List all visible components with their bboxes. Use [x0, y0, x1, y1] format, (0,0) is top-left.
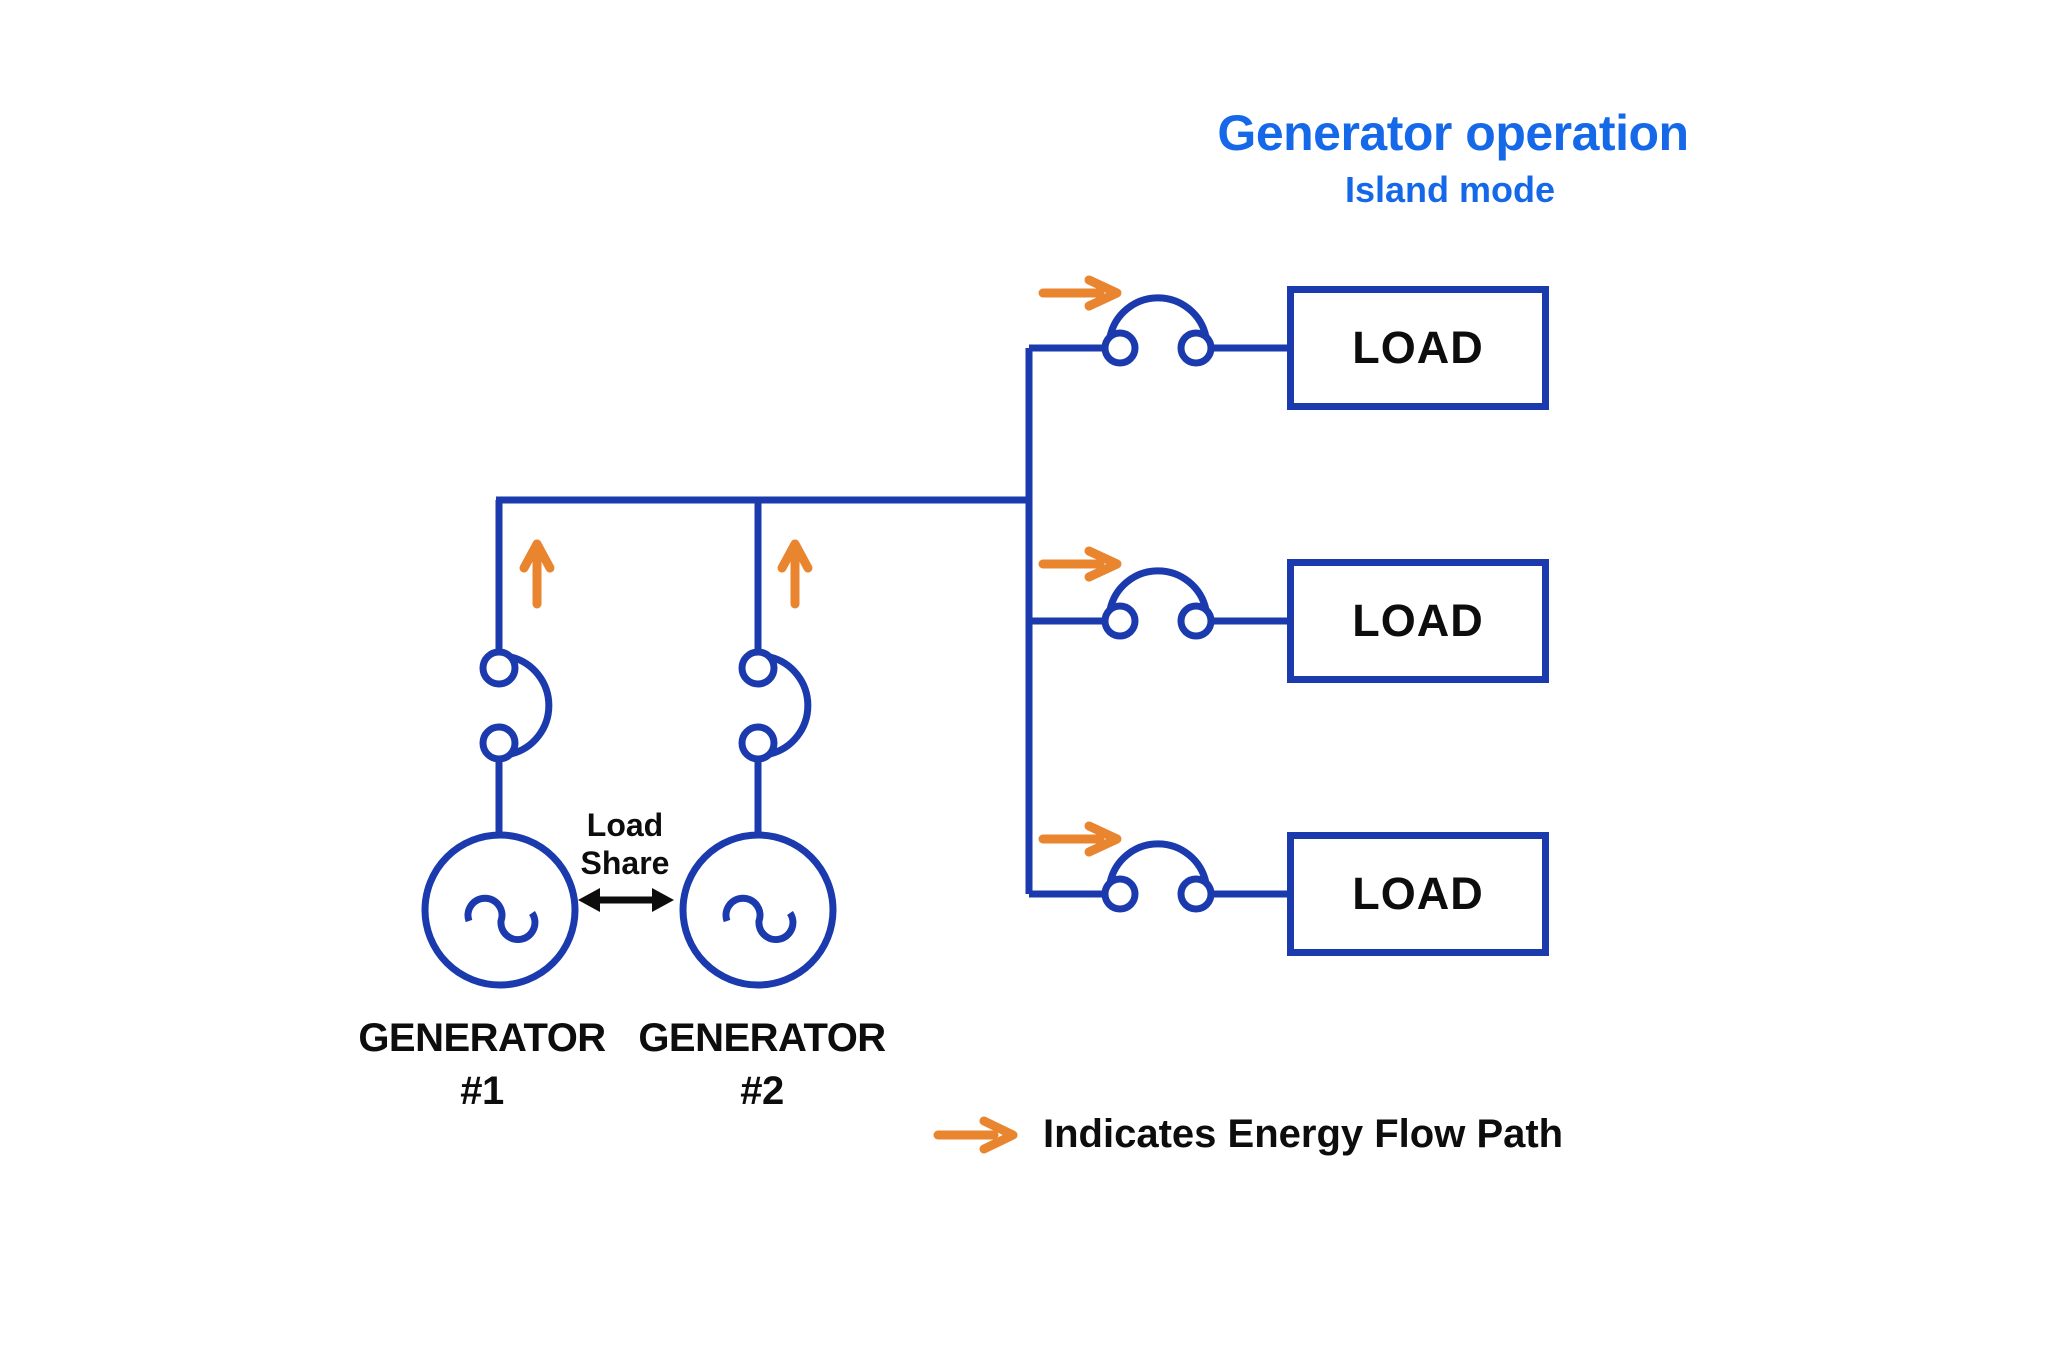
load-box-2: LOAD [1287, 559, 1549, 683]
generator2-circle [679, 831, 837, 989]
load-share-line2: Share [580, 845, 670, 881]
load-label: LOAD [1352, 322, 1484, 373]
generator1-label: GENERATOR #1 [332, 1012, 632, 1118]
generator1-name: GENERATOR [358, 1016, 606, 1060]
diagram-subtitle: Island mode [1344, 169, 1556, 210]
generator1-symbol [421, 831, 579, 989]
energy-flow-arrow-load1-icon [1038, 275, 1122, 311]
generator1-circle [421, 831, 579, 989]
load3-circuit-breaker-icon [1101, 840, 1215, 913]
energy-flow-arrow-gen2-icon [777, 539, 813, 609]
generator2-name: GENERATOR [638, 1016, 886, 1060]
diagram-title: Generator operation [1217, 105, 1689, 161]
legend-energy-flow-arrow-icon [933, 1116, 1018, 1154]
load-share-arrow-icon [578, 888, 674, 912]
generator1-number: #1 [460, 1069, 504, 1113]
load-share-line1: Load [586, 807, 664, 843]
load2-circuit-breaker-icon [1101, 567, 1215, 640]
generator2-label: GENERATOR #2 [612, 1012, 912, 1118]
load1-circuit-breaker-icon [1101, 294, 1215, 367]
wiring [495, 344, 1290, 898]
energy-flow-arrow-load3-icon [1038, 821, 1122, 857]
energy-flow-arrow-load2-icon [1038, 546, 1122, 582]
load-box-3: LOAD [1287, 832, 1549, 956]
ac-waveform-icon [722, 894, 797, 944]
legend-text: Indicates Energy Flow Path [1043, 1111, 1564, 1156]
gen1-circuit-breaker-icon [479, 648, 553, 763]
generator2-symbol [679, 831, 837, 989]
ac-waveform-icon [464, 894, 539, 944]
energy-flow-arrow-gen1-icon [519, 539, 555, 609]
load-label: LOAD [1352, 595, 1484, 646]
legend-label: Indicates Energy Flow Path [1043, 1112, 1683, 1156]
gen2-circuit-breaker-icon [738, 648, 812, 763]
generator2-number: #2 [740, 1069, 784, 1113]
load-share-label: Load Share [545, 806, 705, 882]
load-box-1: LOAD [1287, 286, 1549, 410]
load-label: LOAD [1352, 868, 1484, 919]
